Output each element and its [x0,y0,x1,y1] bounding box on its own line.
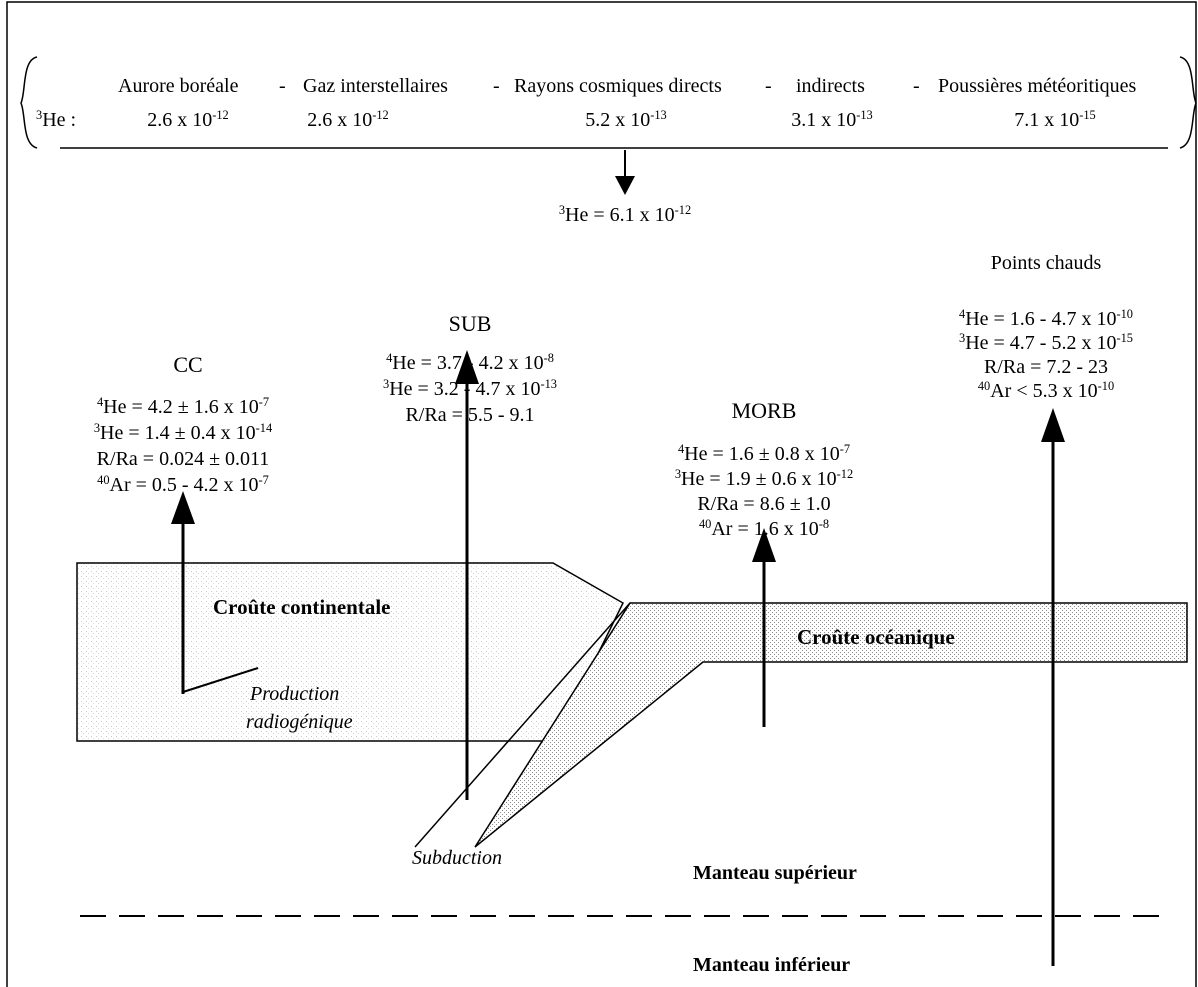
sub-line-1: 4He = 3.7 - 4.2 x 10-8 [386,351,554,374]
morb-line-3: R/Ra = 8.6 ± 1.0 [697,493,831,515]
source-label-cosmic-indirect: indirects [796,75,865,97]
cc-title: CC [173,352,203,377]
cc-line-4: 40Ar = 0.5 - 4.2 x 10-7 [97,473,269,496]
source-value-aurora: 2.6 x 10-12 [147,108,229,131]
source-value-meteoritic-dust: 7.1 x 10-15 [1014,108,1096,131]
sub-line-3: R/Ra = 5.5 - 9.1 [405,404,535,426]
source-label-aurora: Aurore boréale [118,75,239,97]
hotspots-title: Points chauds [990,252,1102,274]
frame [6,1,1197,987]
morb-arrow-head [752,528,776,562]
oceanic-crust [474,602,1188,848]
source-value-cosmic-indirect: 3.1 x 10-13 [791,108,873,131]
hotspots-line-2: 3He = 4.7 - 5.2 x 10-15 [959,331,1133,354]
cc-line-3: R/Ra = 0.024 ± 0.011 [96,448,270,470]
oceanic-crust-label: Croûte océanique [797,625,955,649]
hotspots-line-4: 40Ar < 5.3 x 10-10 [977,379,1115,402]
source-label-meteoritic-dust: Poussières météoritiques [938,75,1137,97]
left-brace [20,56,38,149]
hotspot-arrow-head [1041,408,1065,442]
hotspots-line-1: 4He = 1.6 - 4.7 x 10-10 [959,307,1133,330]
production-label-line1: Production [250,683,340,705]
cc-line-2: 3He = 1.4 ± 0.4 x 10-14 [93,421,273,444]
source-separator-1: - [279,75,286,97]
production-branch-line [182,667,259,693]
cc-arrow-head [171,491,195,524]
morb-line-2: 3He = 1.9 ± 0.6 x 10-12 [674,467,854,490]
source-separator-3: - [765,75,772,97]
flux-arrow-head [615,176,635,195]
hotspots-line-3: R/Ra = 7.2 - 23 [983,356,1109,378]
continental-crust-label: Croûte continentale [213,595,391,619]
right-brace [1179,56,1197,149]
subduction-label: Subduction [412,847,502,869]
morb-title: MORB [731,398,797,423]
sub-title: SUB [448,311,492,336]
sub-arrow-head [455,350,479,384]
source-label-cosmic-direct: Rayons cosmiques directs [514,75,722,97]
production-label-line2: radiogénique [246,711,353,733]
slab-upper-edge [414,602,631,848]
lower-mantle-label: Manteau inférieur [693,954,851,976]
cc-line-1: 4He = 4.2 ± 1.6 x 10-7 [96,395,270,418]
morb-line-1: 4He = 1.6 ± 0.8 x 10-7 [677,442,851,465]
source-value-cosmic-direct: 5.2 x 10-13 [585,108,667,131]
source-value-interstellar: 2.6 x 10-12 [307,108,389,131]
source-label-interstellar: Gaz interstellaires [303,75,448,97]
he3-row-label: 3He : [36,108,77,131]
source-separator-4: - [913,75,920,97]
upper-mantle-label: Manteau supérieur [693,862,857,884]
he3-total: 3He = 6.1 x 10-12 [558,203,692,226]
source-separator-2: - [493,75,500,97]
sub-line-2: 3He = 3.2 - 4.7 x 10-13 [383,377,557,400]
morb-line-4: 40Ar = 1.6 x 10-8 [698,517,830,540]
he3-prefix: He : [42,109,77,131]
